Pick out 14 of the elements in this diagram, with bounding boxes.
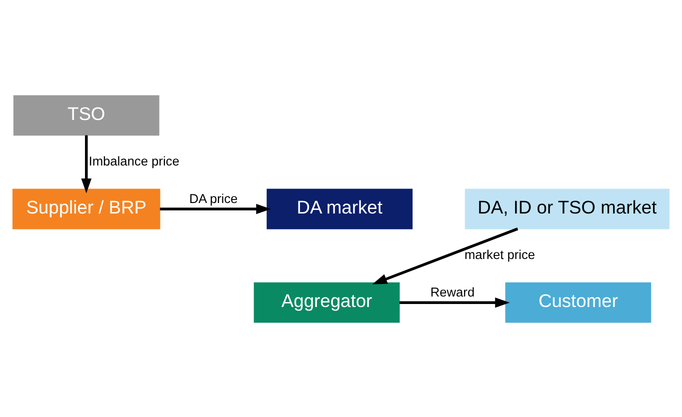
node-box: TSO [13, 94, 160, 136]
node-box: Supplier / BRP [12, 188, 160, 229]
arrow [81, 134, 92, 193]
edge-label: Imbalance price [88, 153, 180, 168]
arrow [160, 203, 271, 214]
node-box: Customer [505, 282, 652, 322]
arrow [372, 227, 518, 284]
node-box: DA market [266, 188, 413, 229]
arrow [400, 296, 510, 308]
node-box: Aggregator [254, 282, 400, 322]
node-box: DA, ID or TSO market [464, 188, 670, 229]
edge-label: DA price [189, 190, 238, 206]
edge-label: Reward [430, 284, 475, 299]
edge-label: market price [464, 246, 536, 262]
